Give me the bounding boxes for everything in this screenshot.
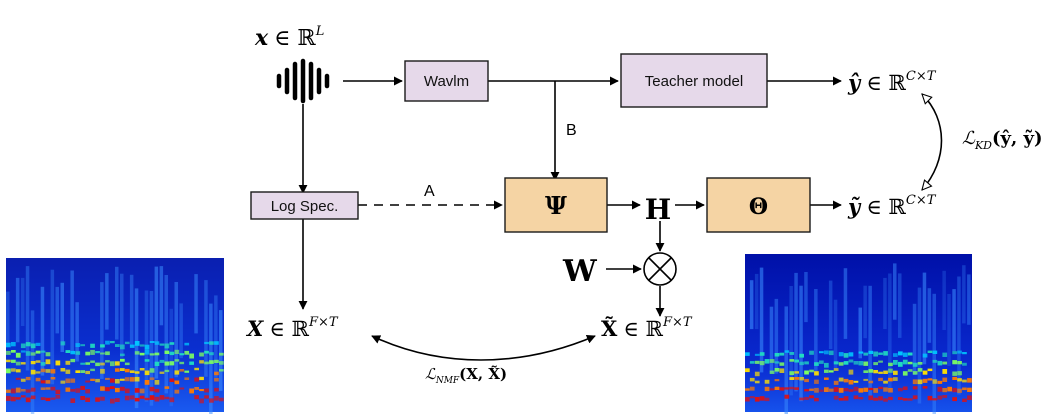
- psi-label: Ψ: [545, 191, 567, 220]
- log-spec-label: Log Spec.: [271, 198, 339, 215]
- nmf-loss-label: ℒNMF(X, X̃): [425, 365, 507, 386]
- dictionary-w-label: W: [562, 254, 598, 289]
- teacher-output-label: 𝒚̂∈ ℝC×T: [847, 69, 937, 95]
- waveform-icon: [276, 58, 330, 104]
- theta-label: Θ: [749, 194, 768, 220]
- wavlm-block: Wavlm: [404, 60, 489, 102]
- psi-block: Ψ: [504, 177, 608, 233]
- theta-block: Θ: [706, 177, 811, 233]
- edge-label-b: B: [566, 122, 577, 139]
- teacher-model-label: Teacher model: [645, 73, 743, 90]
- input-signal-label: 𝒙∈ ℝL: [254, 24, 324, 51]
- kd-loss-arrow: [922, 94, 943, 190]
- nmf-loss-arrow: [371, 335, 596, 361]
- teacher-model-block: Teacher model: [620, 53, 768, 108]
- reconstructed-X-tilde-label: X̃∈ ℝF×T: [601, 315, 693, 341]
- input-spectrogram-image: [6, 258, 224, 414]
- kd-loss-label: ℒKD(ŷ, ỹ): [962, 128, 1043, 152]
- multiply-operator-icon: [643, 252, 677, 286]
- edge-label-a: A: [424, 183, 435, 200]
- reconstructed-spectrogram-image: [745, 254, 972, 414]
- spectrogram-X-label: 𝑿∈ ℝF×T: [245, 315, 339, 341]
- log-spec-block: Log Spec.: [250, 191, 359, 220]
- latent-h-label: H: [645, 193, 671, 226]
- wavlm-label: Wavlm: [424, 73, 469, 90]
- student-output-label: 𝒚̃∈ ℝC×T: [847, 193, 937, 219]
